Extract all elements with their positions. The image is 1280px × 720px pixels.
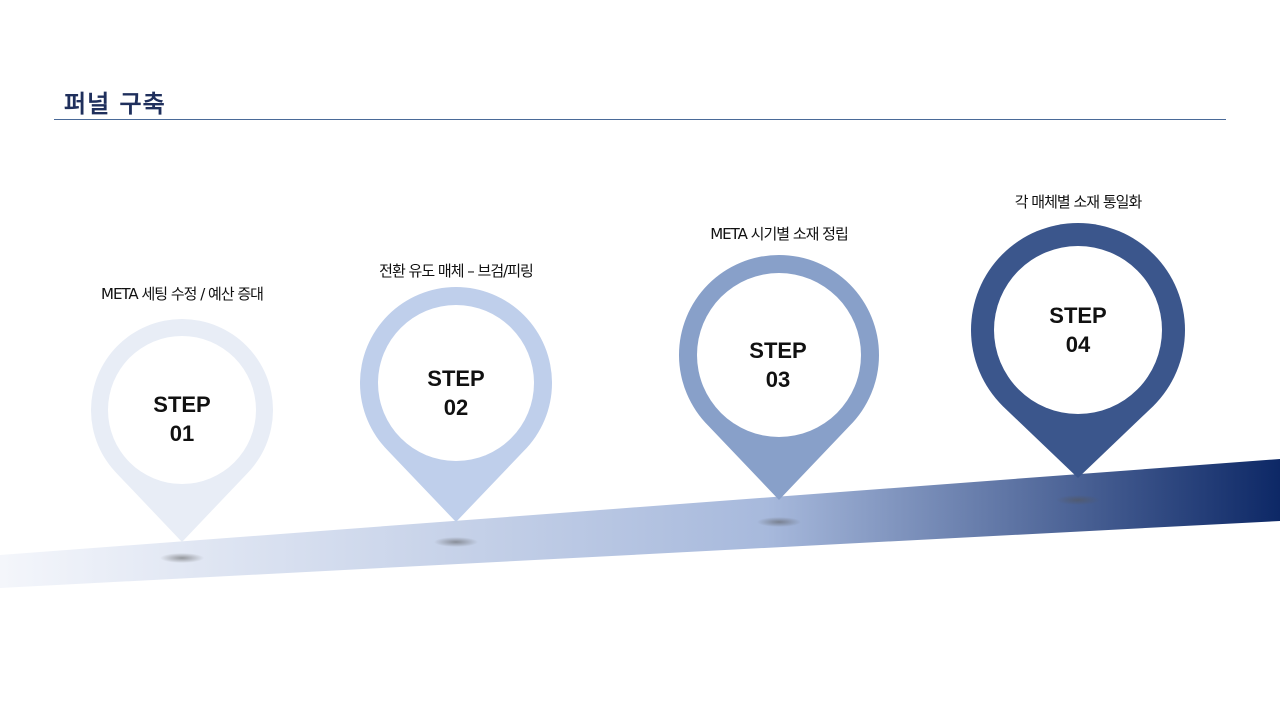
step-03-number: 03 (765, 367, 791, 392)
step-04-pin-center (994, 246, 1162, 414)
step-01-caption: META 세팅 수정 / 예산 증대 (101, 285, 264, 303)
step-01-pin-center (108, 336, 256, 484)
step-04-line1: STEP (1049, 303, 1107, 328)
growth-band (0, 459, 1280, 588)
step-03-line1: STEP (749, 338, 807, 363)
step-02-pin-center (378, 305, 534, 461)
step-03-pin-shadow (757, 517, 801, 527)
step-02-label: STEP 02 (396, 364, 516, 422)
step-04-pin-shadow (1056, 495, 1100, 505)
step-03-pin-center (697, 273, 861, 437)
step-02-pin-shadow (434, 537, 478, 547)
step-02-number: 02 (443, 395, 469, 420)
step-03-caption: META 시기별 소재 정립 (710, 225, 849, 243)
step-02-caption: 전환 유도 매체 – 브검/피링 (379, 262, 534, 280)
step-03-label: STEP 03 (718, 336, 838, 394)
step-04-label: STEP 04 (1018, 301, 1138, 359)
step-01-pin-shadow (160, 553, 204, 563)
step-01-number: 01 (169, 421, 195, 446)
page-title: 퍼널 구축 (64, 90, 166, 118)
step-01-line1: STEP (153, 392, 211, 417)
title-divider (54, 119, 1226, 120)
step-04-caption: 각 매체별 소재 통일화 (1014, 193, 1143, 211)
step-02-line1: STEP (427, 366, 485, 391)
step-04-number: 04 (1065, 332, 1091, 357)
step-01-label: STEP 01 (122, 390, 242, 448)
